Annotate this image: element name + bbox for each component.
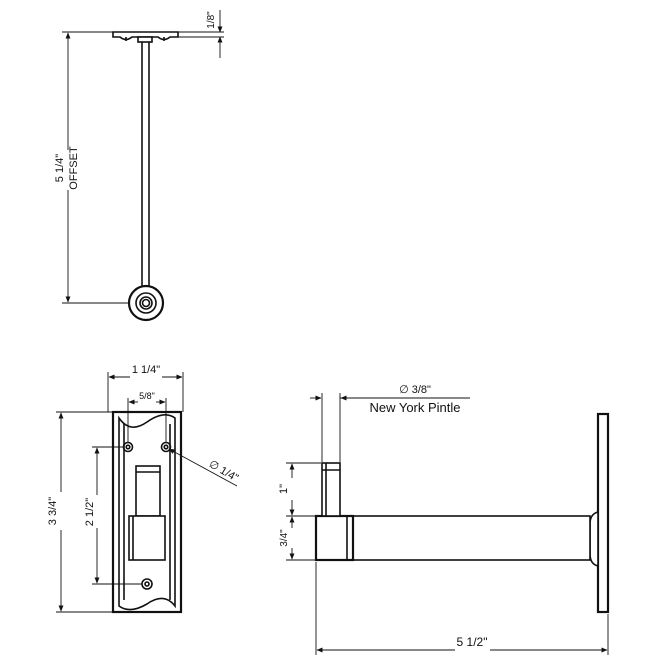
front-vertical-spacing-label: 2 1/2" <box>84 498 96 526</box>
top-view-plate <box>112 31 179 41</box>
side-pintle-pin <box>321 462 341 517</box>
front-width-label: 1 1/4" <box>132 364 160 376</box>
side-wall-plate <box>596 412 610 614</box>
side-collar-label: 3/4" <box>279 529 290 547</box>
offset-value-label: 5 1/4" <box>54 154 66 182</box>
top-thickness-label: 1/8" <box>206 11 217 29</box>
front-view: 1 1/4" 5/8" ∅ 1/4" 3 3/4" 2 1/2" <box>47 364 241 614</box>
side-pin-length-label: 1" <box>278 484 290 494</box>
front-hole-spacing-label: 5/8" <box>139 391 155 401</box>
offset-word-label: OFFSET <box>68 146 80 190</box>
top-view: 1/8" 5 1/4" OFFSET <box>54 10 224 322</box>
side-overall-length-label: 5 1/2" <box>457 635 488 649</box>
front-hole-diameter-label: ∅ 1/4" <box>207 458 241 484</box>
side-pin-name-label: New York Pintle <box>369 400 460 415</box>
front-pintle <box>135 465 161 517</box>
side-pin-diameter-label: ∅ 3/8" <box>399 384 431 396</box>
side-view: ∅ 3/8" New York Pintle 1" 3/4" 5 1/2" <box>278 384 610 655</box>
side-arm <box>352 515 591 561</box>
front-height-label: 3 3/4" <box>47 497 59 525</box>
front-hole-top-right <box>160 441 172 453</box>
top-view-eye-outer <box>127 284 165 322</box>
